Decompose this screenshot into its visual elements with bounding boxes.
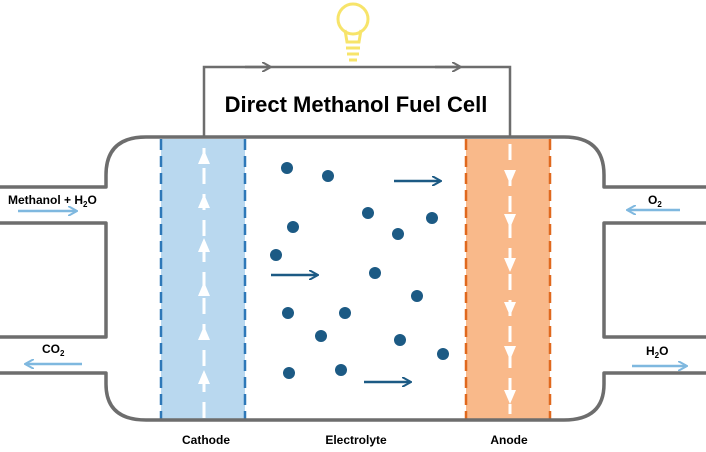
particle xyxy=(362,207,374,219)
electrolyte-flow-arrows xyxy=(271,181,440,382)
particle xyxy=(322,170,334,182)
electrolyte-label: Electrolyte xyxy=(325,433,387,447)
particle xyxy=(315,330,327,342)
port-arrows xyxy=(18,210,686,366)
cathode-label: Cathode xyxy=(182,433,230,447)
particle xyxy=(369,267,381,279)
particle xyxy=(392,228,404,240)
circuit-wire xyxy=(202,67,512,137)
particle xyxy=(335,364,347,376)
electrolyte-particles xyxy=(270,162,449,379)
o2-label: O2 xyxy=(648,193,662,209)
anode-label: Anode xyxy=(490,433,528,447)
particle xyxy=(283,367,295,379)
particle xyxy=(339,307,351,319)
methanol-label: Methanol + H2O xyxy=(8,193,97,209)
particle xyxy=(287,221,299,233)
particle xyxy=(281,162,293,174)
cathode-arrowheads xyxy=(198,150,210,384)
particle xyxy=(282,307,294,319)
lightbulb-icon xyxy=(336,2,370,62)
particle xyxy=(270,249,282,261)
fuel-cell-casing xyxy=(0,135,706,422)
diagram-title: Direct Methanol Fuel Cell xyxy=(225,92,488,117)
particle xyxy=(411,290,423,302)
anode-arrowheads xyxy=(504,170,516,404)
particle xyxy=(437,348,449,360)
co2-label: CO2 xyxy=(42,342,65,358)
particle xyxy=(394,334,406,346)
h2o-label: H2O xyxy=(646,344,668,360)
particle xyxy=(426,212,438,224)
anode-region xyxy=(466,139,550,420)
